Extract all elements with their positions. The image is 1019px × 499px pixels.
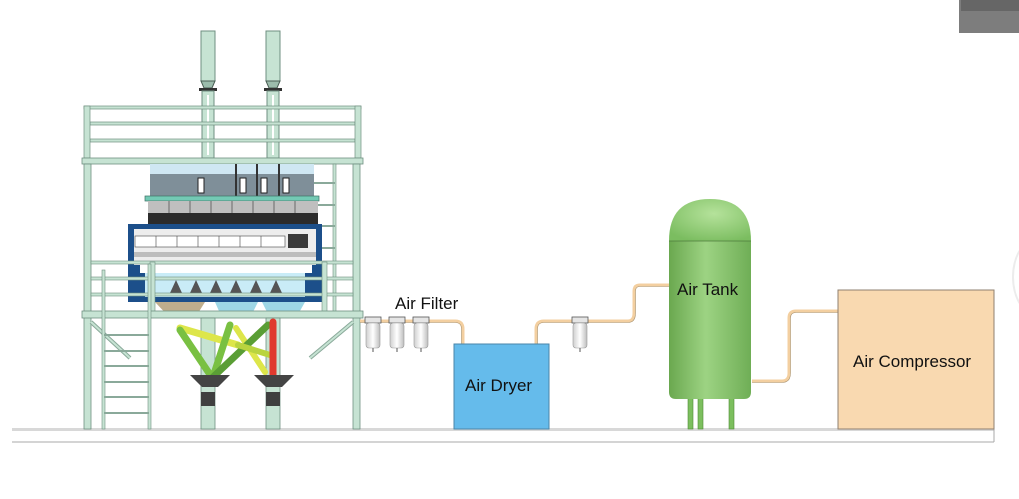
discharge-funnel: [254, 375, 294, 387]
air-filter-label: Air Filter: [395, 294, 459, 313]
platform-deck: [81, 310, 364, 319]
mid-railing: [90, 260, 354, 313]
air-filter-unit: [412, 316, 430, 352]
column-left: [83, 163, 92, 430]
air-compressor-box: [837, 289, 995, 430]
ground: [12, 428, 995, 443]
air-compressor-label: Air Compressor: [853, 352, 972, 371]
air-dryer-label: Air Dryer: [465, 376, 533, 395]
discharge-funnel: [190, 375, 230, 387]
pipe-filter-to-dryer: [360, 319, 465, 344]
corner-thumbnail: [959, 0, 1019, 33]
air-filter-unit: [364, 316, 382, 352]
top-railing: [81, 105, 364, 165]
pipe-tank-to-compressor: [752, 309, 838, 383]
air-filter-unit: [388, 316, 406, 352]
air-pipes: [360, 283, 838, 383]
inline-filter-unit: [571, 316, 589, 352]
sorter-machine: [128, 164, 322, 302]
sorter-platform: [81, 30, 364, 430]
air-tank-label: Air Tank: [677, 280, 739, 299]
pipe-dryer-to-tank: [534, 283, 670, 344]
chutes: [176, 318, 277, 386]
air-filter-group: [364, 316, 589, 352]
air-tank: [669, 199, 751, 430]
column-right: [352, 163, 361, 430]
stairs: [101, 263, 152, 430]
air-dryer-box: [453, 343, 550, 430]
